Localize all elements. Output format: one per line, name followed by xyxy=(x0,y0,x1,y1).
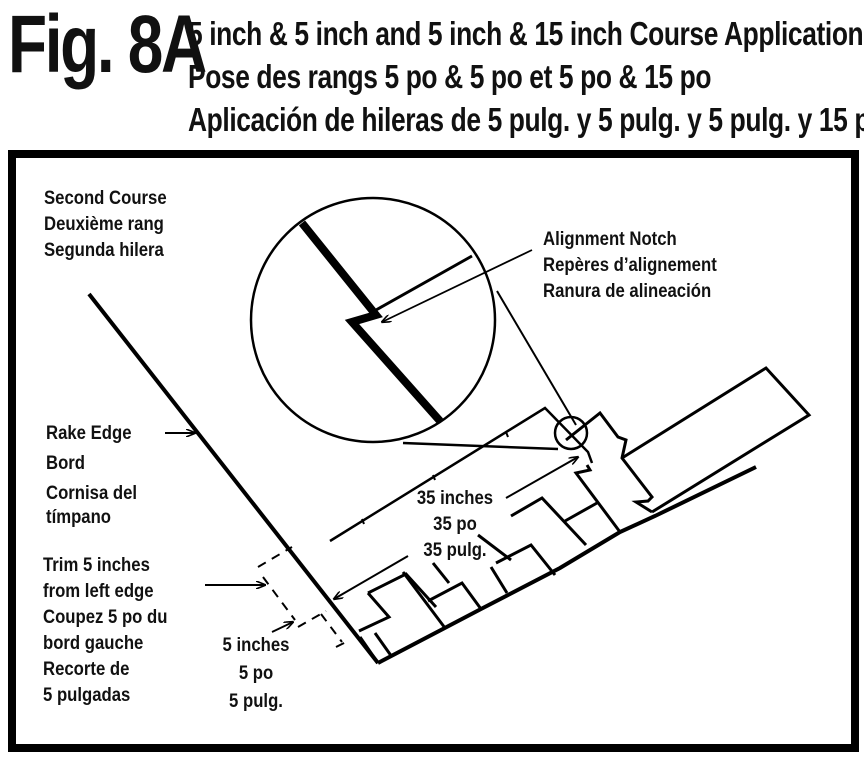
figure-label: Fig. 8A xyxy=(8,0,207,90)
title-english: 5 inch & 5 inch and 5 inch & 15 inch Cou… xyxy=(188,15,864,52)
title-french: Pose des rangs 5 po & 5 po et 5 po & 15 … xyxy=(188,58,712,95)
strip-length-en: 35 inches xyxy=(416,488,494,509)
strip-length-es: 35 pulg. xyxy=(423,540,487,561)
notch-detail-circle xyxy=(553,415,589,451)
rake-edge-es-1: Cornisa del xyxy=(46,483,138,504)
alignment-notch-en: Alignment Notch xyxy=(543,229,677,250)
trim-fr-1: Coupez 5 po du xyxy=(43,607,168,628)
alignment-notch-label: Alignment Notch Repères d’alignement Ran… xyxy=(543,227,717,305)
strip-length-arrow-left xyxy=(334,555,409,599)
alignment-notch-fr: Repères d’alignement xyxy=(543,255,717,276)
shingle-strip xyxy=(358,366,812,665)
trim-es-2: 5 pulgadas xyxy=(43,685,131,706)
strip-length-fr: 35 po xyxy=(433,514,477,535)
trim-fr-2: bord gauche xyxy=(43,633,144,654)
trim-width-es: 5 pulg. xyxy=(229,691,283,712)
trim-es-1: Recorte de xyxy=(43,659,130,680)
second-course-es: Segunda hilera xyxy=(44,240,164,261)
diagram-frame xyxy=(8,150,859,752)
trim-label: Trim 5 inches from left edge Coupez 5 po… xyxy=(43,553,167,709)
figure-title: 5 inch & 5 inch and 5 inch & 15 inch Cou… xyxy=(188,12,864,141)
rake-edge-line xyxy=(87,292,380,665)
title-spanish: Aplicación de hileras de 5 pulg. y 5 pul… xyxy=(188,101,864,138)
strip-length-label: 35 inches 35 po 35 pulg. xyxy=(407,486,504,564)
trim-width-en: 5 inches xyxy=(222,635,290,656)
rake-edge-es-2: tímpano xyxy=(46,507,112,528)
rake-edge-en: Rake Edge xyxy=(46,423,132,444)
second-course-en: Second Course xyxy=(44,188,167,209)
magnifier-circle xyxy=(249,196,533,444)
trim-width-arrow xyxy=(271,622,293,633)
trim-width-fr: 5 po xyxy=(238,663,274,684)
alignment-notch-arrow xyxy=(382,249,533,322)
rake-edge-fr: Bord xyxy=(46,453,86,474)
trim-en-1: Trim 5 inches xyxy=(43,555,150,576)
alignment-notch-es: Ranura de alineación xyxy=(543,281,712,302)
second-course-fr: Deuxième rang xyxy=(44,214,164,235)
second-course-top xyxy=(329,406,594,543)
rake-edge-label: Rake Edge Bord Cornisa del tímpano xyxy=(46,419,137,533)
trim-en-2: from left edge xyxy=(43,581,154,602)
trim-region xyxy=(257,546,351,648)
strip-length-arrow-right xyxy=(505,457,578,499)
second-course-label: Second Course Deuxième rang Segunda hile… xyxy=(44,186,167,264)
trim-width-label: 5 inches 5 po 5 pulg. xyxy=(212,632,300,716)
